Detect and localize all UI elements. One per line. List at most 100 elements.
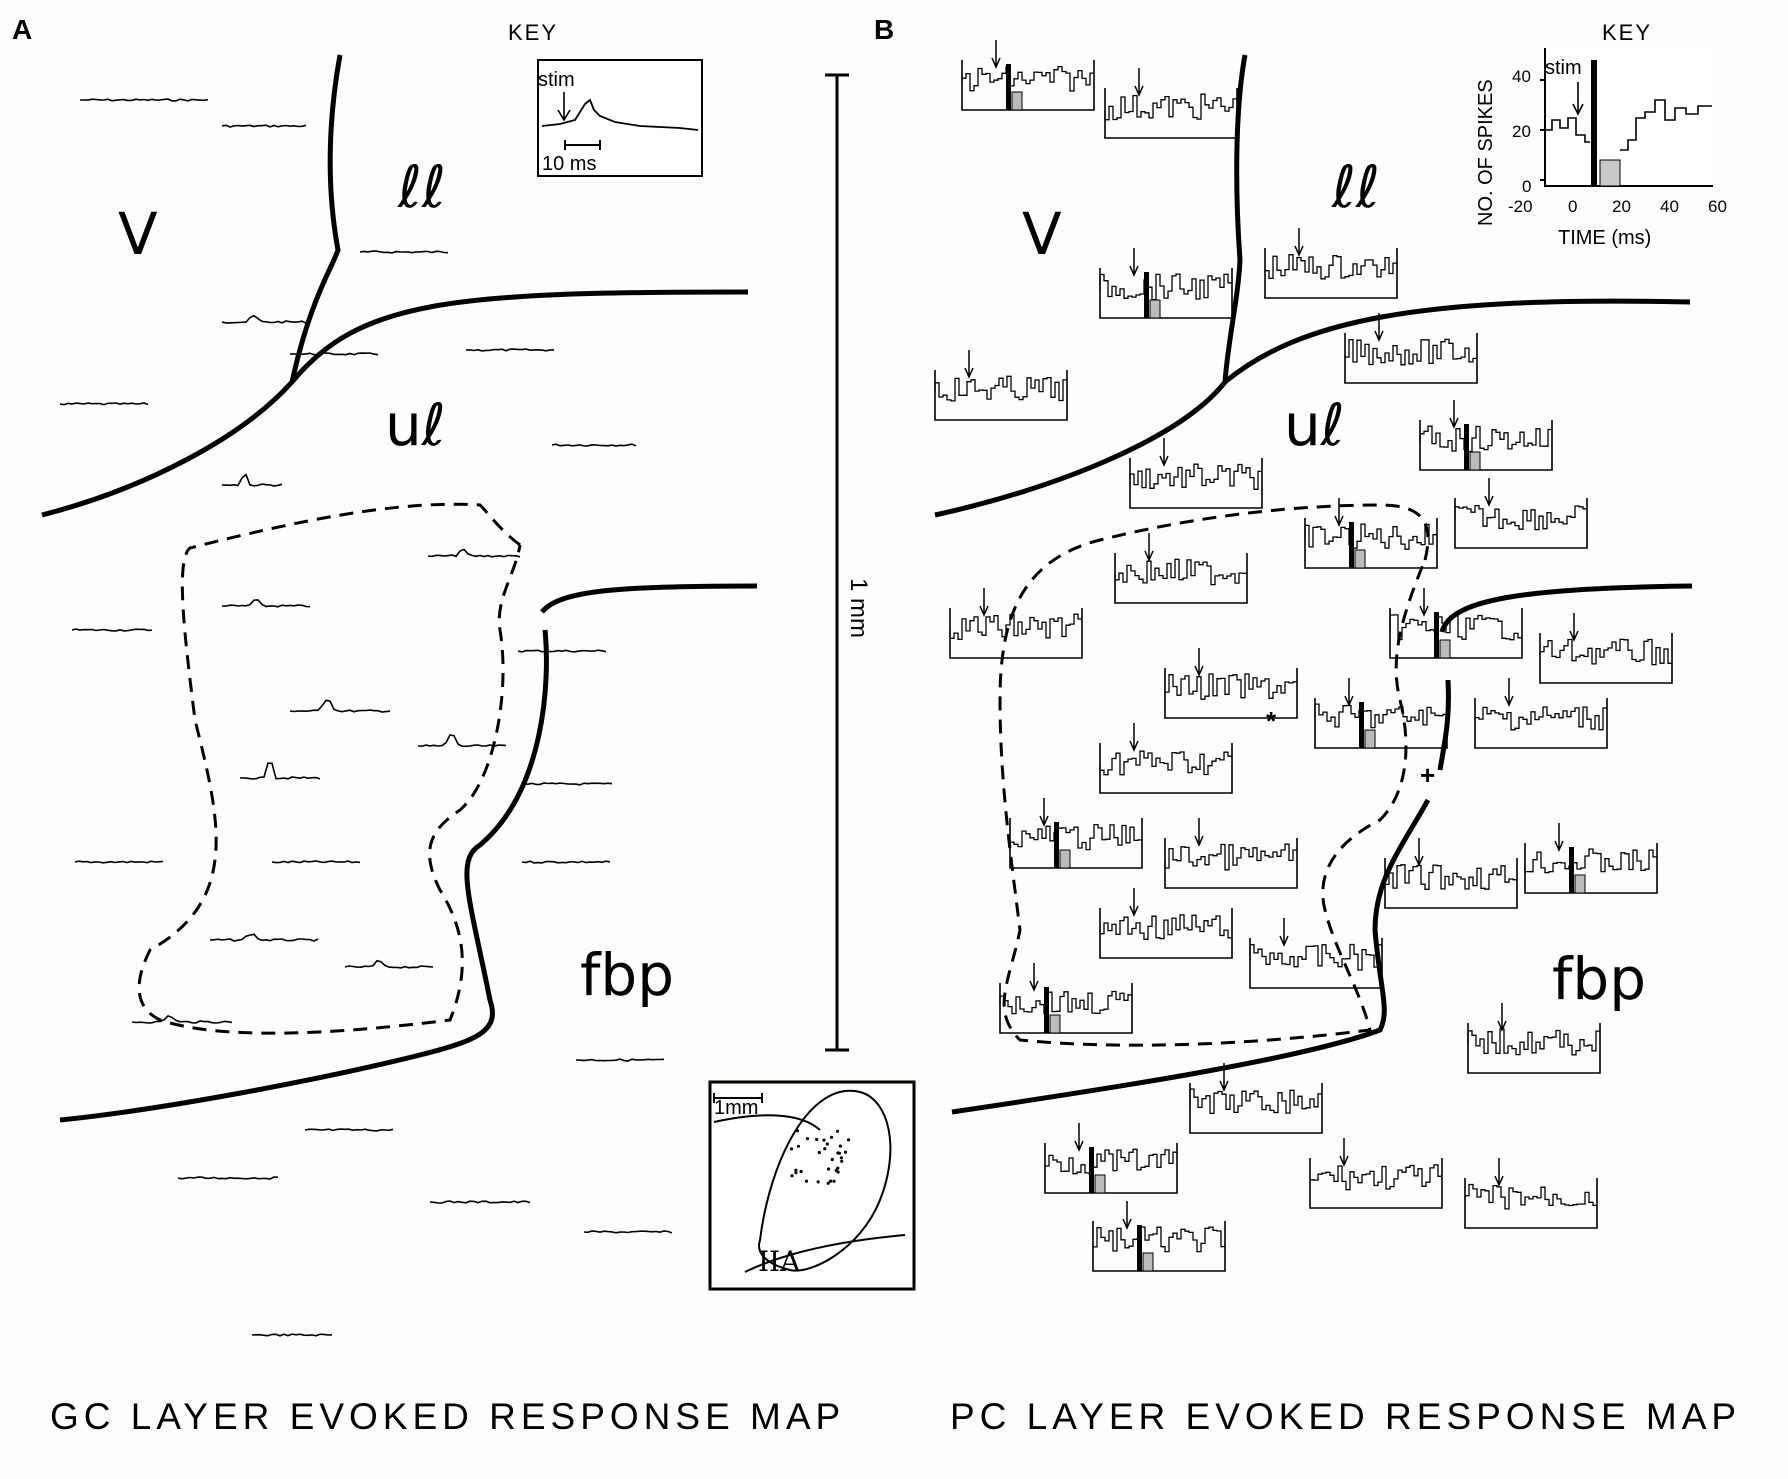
panel-a-region-v: V — [118, 200, 158, 268]
panel-b-key-poststim-trace — [1620, 99, 1712, 151]
inset-recording-site-dot — [835, 1129, 840, 1133]
psth-stim-arrow — [1294, 228, 1304, 257]
panel-b-key-pause-bar — [1599, 159, 1621, 187]
panel-b-psth — [934, 350, 1068, 421]
psth-stim-arrow — [1279, 918, 1289, 947]
inset-recording-site-dot — [826, 1181, 830, 1185]
panel-a-gc-trace — [289, 352, 379, 356]
panel-a-region-ll: ℓℓ — [398, 153, 446, 221]
psth-histogram-line — [999, 990, 1132, 1015]
psth-stim-arrow — [1129, 723, 1139, 752]
panel-b-region-fbp: fbp — [1552, 945, 1647, 1013]
panel-b-key-ytick-40: 40 — [1512, 67, 1531, 86]
panel-b-psth — [1344, 313, 1478, 384]
psth-histogram-line — [1454, 504, 1587, 531]
psth-stim-arrow — [1129, 248, 1139, 277]
panel-a-key-trace — [541, 98, 699, 131]
psth-stim-arrow — [1504, 678, 1514, 707]
inset-recording-site-dot — [829, 1135, 834, 1139]
panel-a-gc-trace — [517, 649, 607, 653]
psth-histogram-line — [1099, 273, 1232, 301]
psth-histogram-line — [1249, 943, 1382, 971]
panel-a-boundary-v-ll — [41, 54, 343, 518]
psth-histogram-line — [1189, 1088, 1322, 1115]
psth-histogram-line — [1384, 864, 1517, 890]
inset-folia-lines — [713, 1114, 906, 1273]
panel-b-psth — [961, 40, 1095, 111]
panel-a-gc-trace — [239, 762, 321, 780]
psth-histogram-line — [1164, 673, 1297, 700]
panel-a-gc-trace — [551, 443, 637, 447]
psth-histogram-line — [1044, 1148, 1177, 1175]
panel-a-dashed-region — [137, 502, 522, 1035]
psth-stim-arrow — [1569, 613, 1579, 642]
psth-pause-bar — [1094, 1174, 1106, 1194]
panel-b-psth — [1464, 1158, 1598, 1229]
panel-b-psth — [1419, 400, 1553, 471]
psth-pause-bar — [1011, 91, 1023, 111]
panel-a-key-stim-arrow — [557, 92, 571, 122]
psth-histogram-line — [1314, 703, 1447, 729]
panel-b-key-ytick-20: 20 — [1512, 122, 1531, 141]
psth-stim-arrow — [1219, 1063, 1229, 1092]
panel-b-key-title: KEY — [1602, 20, 1653, 45]
panel-a-boundary-fbp — [59, 629, 549, 1123]
panel-b-psth — [949, 588, 1083, 659]
inset-recording-site-dot — [834, 1168, 838, 1173]
panel-b-key-xtick-m20: -20 — [1508, 197, 1533, 216]
panel-a-key-timebar — [564, 140, 601, 150]
inset-scale-bar — [713, 1093, 763, 1103]
psth-evoked-burst-bar — [1464, 424, 1469, 470]
panel-a-boundary-ul-fbp-upper — [540, 583, 758, 614]
psth-histogram-line — [961, 66, 1094, 92]
inset-recording-site-dot — [794, 1171, 798, 1175]
psth-stim-arrow — [1484, 478, 1494, 507]
inset-lobule-label: IIA — [758, 1245, 801, 1278]
psth-frame — [1314, 698, 1448, 749]
panel-a-gc-trace — [465, 348, 555, 352]
psth-frame — [1304, 518, 1438, 569]
panel-b-psth — [1524, 823, 1658, 894]
panel-b-caption: PC LAYER EVOKED RESPONSE MAP — [950, 1396, 1742, 1437]
panel-b-psth — [1467, 1003, 1601, 1074]
psth-frame — [934, 370, 1068, 421]
psth-histogram-line — [1304, 523, 1437, 550]
panel-b-key-y-axis-label: NO. OF SPIKES — [1475, 79, 1497, 226]
psth-frame — [1464, 1178, 1598, 1229]
panel-b-psth — [1389, 588, 1523, 659]
panel-b-key-axes — [1540, 48, 1713, 187]
psth-frame — [1454, 498, 1588, 549]
panel-b-psth — [1249, 918, 1383, 989]
psth-histogram-line — [934, 375, 1067, 402]
panel-b-psth — [1114, 533, 1248, 604]
psth-stim-arrow — [979, 588, 989, 617]
psth-histogram-line — [1104, 93, 1237, 121]
panel-a-gc-trace — [344, 959, 434, 969]
psth-frame — [1129, 458, 1263, 509]
panel-b-psth — [999, 963, 1133, 1034]
psth-pause-bar — [1469, 451, 1481, 471]
panel-b-key-burst-bar — [1591, 60, 1597, 186]
psth-stim-arrow — [1029, 963, 1039, 992]
panel-b-psth — [1099, 888, 1233, 959]
panel-b-key-xtick-0: 0 — [1568, 197, 1578, 216]
inset-recording-site-dot — [815, 1137, 819, 1142]
inset-recording-site-dot — [825, 1142, 829, 1146]
panel-b-psth — [1189, 1063, 1323, 1134]
psth-stim-arrow — [1414, 838, 1424, 867]
psth-histogram-line — [1344, 338, 1477, 366]
panel-b-psth — [1314, 678, 1448, 749]
inset-recording-site-dot — [805, 1137, 810, 1141]
panel-a-label: A — [12, 14, 33, 45]
panel-b-region-ul: uℓ — [1284, 391, 1345, 459]
inset-recording-site-dot — [838, 1144, 843, 1148]
psth-histogram-line — [949, 613, 1082, 641]
inset-recording-site-dot — [790, 1174, 794, 1178]
psth-evoked-burst-bar — [1006, 64, 1011, 110]
inset-recording-site-dot — [816, 1180, 820, 1184]
panel-a-gc-trace — [221, 473, 283, 487]
panel-b-psth — [1164, 648, 1298, 719]
panel-a-gc-trace — [521, 860, 611, 864]
panel-b-psth — [1044, 1123, 1178, 1194]
